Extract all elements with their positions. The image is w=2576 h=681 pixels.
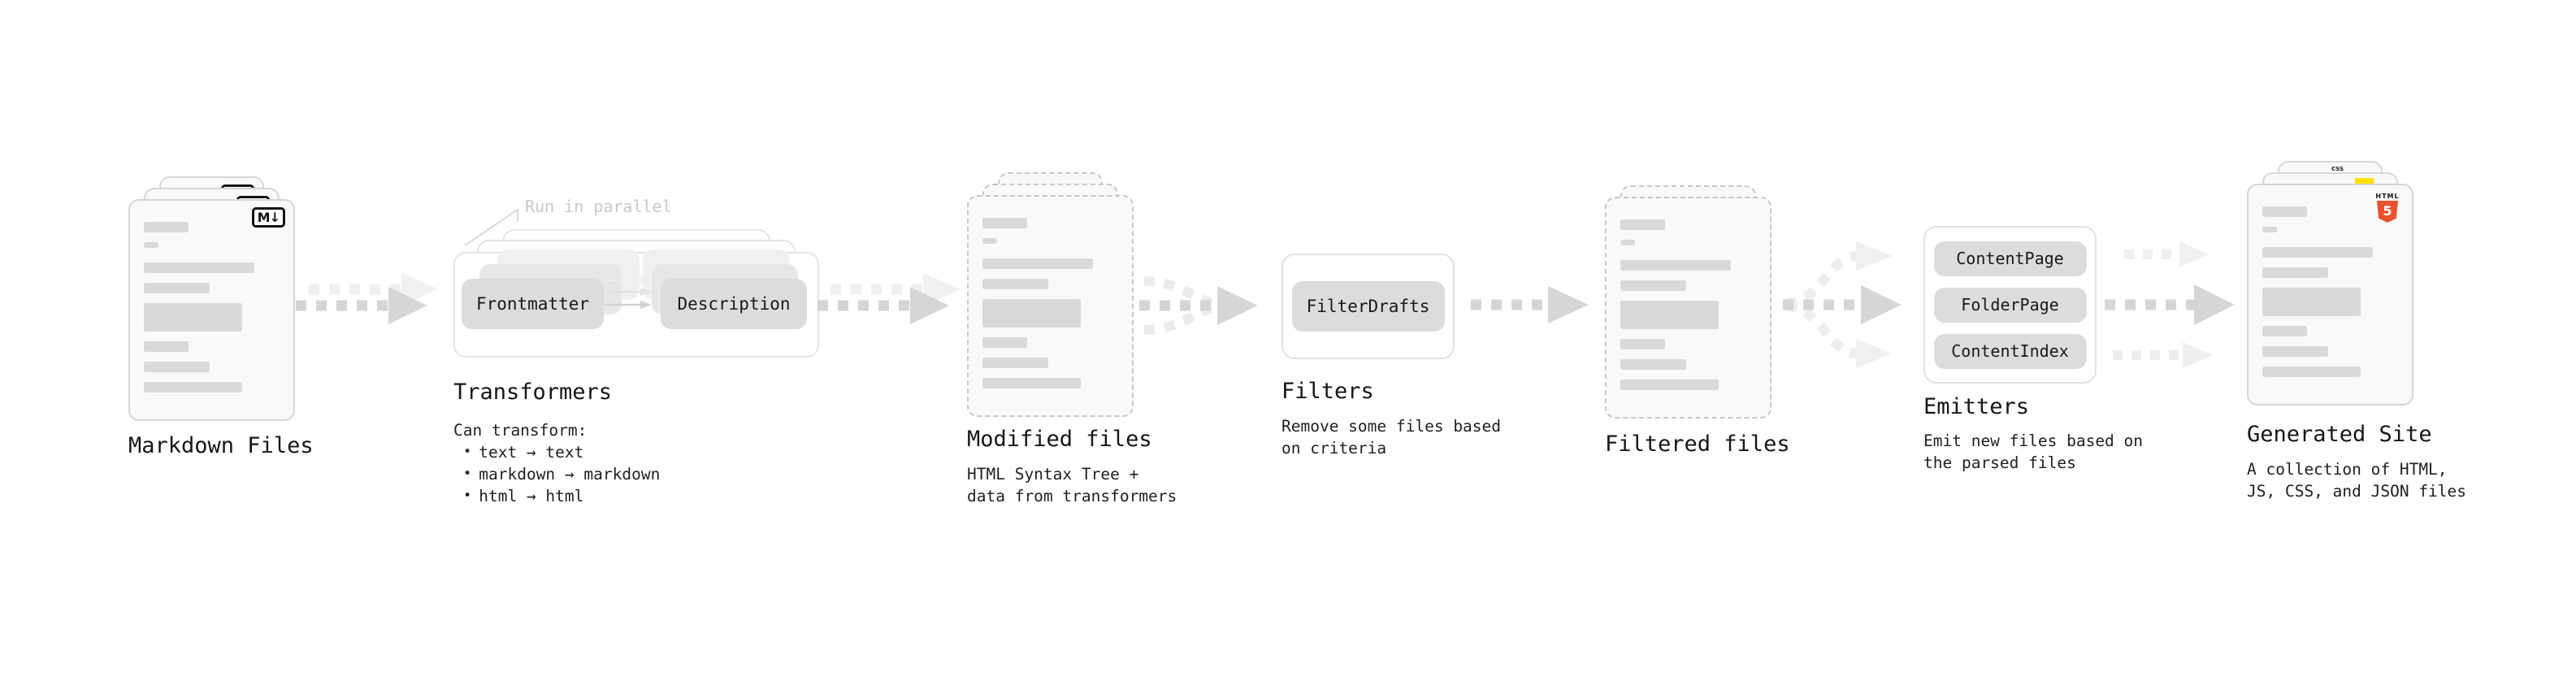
text-line-bar [144,283,210,293]
doc-content-lines [982,218,1119,401]
doc-content-lines [1620,219,1757,402]
arrow-modified-to-filters [1139,276,1258,335]
station-filters: FilterDrafts Filters Remove some files b… [1281,254,1542,459]
text-line-bar [144,242,159,248]
caption-line: the parsed files [1923,453,2076,472]
station-label: Emitters [1923,394,2030,419]
generated-doc-html: HTML 5 [2247,184,2413,406]
station-caption: Can transform: text → text markdown → ma… [453,419,660,507]
arrow-filtered-to-emitters [1783,241,1902,368]
text-line-bar [1620,260,1732,271]
station-caption: Remove some files based on criteria [1281,415,1542,459]
text-line-bar [2262,288,2361,316]
modified-file-stack [967,172,1134,417]
text-line-bar [982,279,1048,289]
text-line-bar [144,222,189,232]
generated-file-stack: CSS HTML 5 [2247,161,2413,406]
station-modified-files: Modified files HTML Syntax Tree + data f… [967,172,1227,507]
station-emitters: ContentPage FolderPage ContentIndex Emit… [1923,226,2184,474]
text-line-bar [982,238,998,244]
filter-drafts-pill: FilterDrafts [1291,281,1445,332]
text-line-bar [1620,359,1686,370]
text-line-bar [982,378,1081,388]
station-markdown-files: M↓ M↓ M↓ Markdown Files [128,176,388,458]
text-line-bar [2262,247,2374,258]
text-line-bar [1620,240,1636,245]
caption-line: A collection of HTML, [2247,460,2448,479]
text-line-bar [144,382,242,393]
modified-doc-front [967,195,1134,417]
text-line-bar [1620,380,1719,390]
filters-box: FilterDrafts [1281,254,1455,359]
text-line-bar [2262,267,2328,278]
arrow-markdown-to-transformers [296,273,439,324]
description-pill: Description [661,279,807,329]
caption-line: Can transform: [453,421,588,440]
arrow-filters-to-filtered [1471,286,1589,323]
text-line-bar [144,362,210,372]
text-line-bar [982,358,1048,368]
text-line-bar [2262,367,2361,377]
markdown-icon: M↓ [251,207,285,228]
filtered-file-stack [1605,185,1772,419]
station-label: Transformers [453,380,613,405]
frontmatter-pill: Frontmatter [462,279,604,329]
transformer-box-stack: Frontmatter Description [453,229,819,358]
text-line-bar [2262,346,2328,357]
caption-line: Remove some files based [1281,417,1502,436]
text-line-bar [1620,301,1719,329]
text-line-bar [1620,219,1666,230]
station-label: Generated Site [2247,422,2432,447]
caption-line: JS, CSS, and JSON files [2247,482,2467,501]
folder-page-pill: FolderPage [1933,287,2087,323]
bullet-item: text → text [453,441,660,463]
text-line-bar [1620,280,1686,291]
station-caption: HTML Syntax Tree + data from transformer… [967,463,1227,507]
bullet-item: html → html [453,485,660,507]
emitters-box: ContentPage FolderPage ContentIndex [1923,226,2097,384]
text-line-bar [982,337,1028,348]
text-line-bar [2262,326,2308,336]
markdown-file-stack: M↓ M↓ M↓ [128,176,295,421]
station-label: Modified files [967,427,1152,452]
filtered-doc-front [1605,197,1772,419]
doc-content-lines [2262,206,2399,389]
arrow-emitters-to-generated [2105,241,2235,368]
caption-line: on criteria [1281,439,1387,458]
text-line-bar [1620,339,1666,349]
caption-line: Emit new files based on [1923,432,2144,450]
run-in-parallel-annotation: Run in parallel [525,197,672,216]
caption-line: data from transformers [967,487,1177,505]
text-line-bar [982,299,1081,327]
station-caption: Emit new files based on the parsed files [1923,430,2184,474]
text-line-bar [2262,227,2278,232]
station-generated-site: CSS HTML 5 Generated Site A collection o… [2247,161,2523,502]
station-label: Filtered files [1605,432,1790,457]
arrow-transformers-to-modified [817,273,961,324]
parallel-mini-arrows [605,276,652,309]
text-line-bar [144,262,255,273]
content-index-pill: ContentIndex [1933,333,2087,369]
station-caption: A collection of HTML, JS, CSS, and JSON … [2247,458,2523,502]
markdown-doc-front: M↓ [128,199,295,421]
caption-line: HTML Syntax Tree + [967,465,1139,484]
text-line-bar [982,258,1094,269]
content-page-pill: ContentPage [1933,241,2087,276]
text-line-bar [144,303,242,332]
station-label: Markdown Files [128,433,314,458]
text-line-bar [2262,206,2308,217]
doc-content-lines [144,222,280,405]
station-filtered-files: Filtered files [1605,185,1865,457]
bullet-item: markdown → markdown [453,463,660,485]
station-label: Filters [1281,379,1374,404]
annotation-callout-line [464,208,518,246]
text-line-bar [144,341,189,352]
text-line-bar [982,218,1028,228]
html5-icon: HTML 5 [2374,193,2401,223]
